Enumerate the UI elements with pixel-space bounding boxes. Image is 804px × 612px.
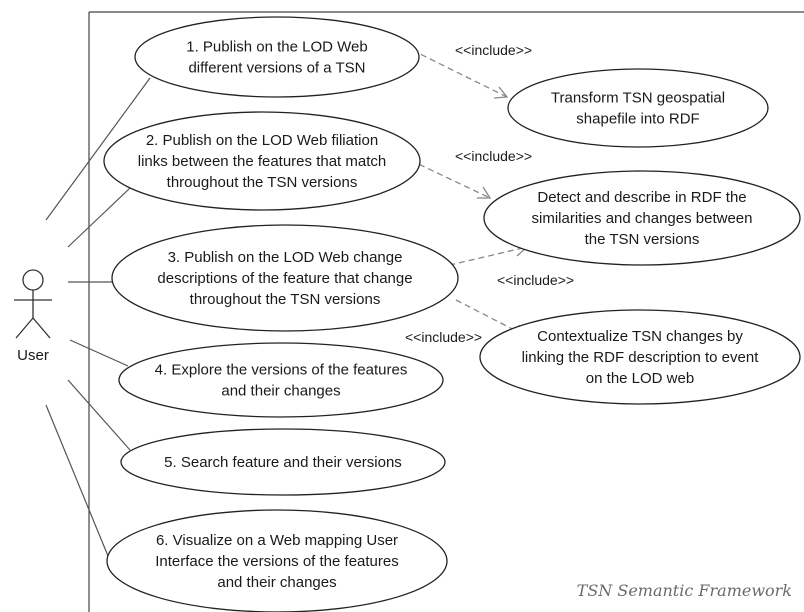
use-case-2 xyxy=(103,111,421,211)
user-actor xyxy=(14,269,52,339)
system-boundary xyxy=(88,11,804,612)
include-label-2: <<include>> xyxy=(455,148,532,164)
use-case-label-ucC-line-3: on the LOD web xyxy=(586,370,694,387)
use-case-label-uc2-line-1: 2. Publish on the LOD Web filiation xyxy=(146,132,378,149)
use-cases xyxy=(103,16,801,612)
associations xyxy=(45,77,151,557)
use-case-label-ucC-line-2: linking the RDF description to event xyxy=(522,349,760,366)
assoc-uc2 xyxy=(67,187,131,248)
use-case-label-uc4-line-1: 4. Explore the versions of the features xyxy=(155,362,408,379)
use-case-contextualize xyxy=(479,309,801,405)
use-case-4 xyxy=(118,342,444,418)
use-case-1 xyxy=(134,16,420,98)
include-label-1: <<include>> xyxy=(455,42,532,58)
use-case-label-uc3-line-2: descriptions of the feature that change xyxy=(157,270,412,287)
use-case-label-ucA-line-1: Transform TSN geospatial xyxy=(551,90,725,107)
use-case-label-uc3-line-3: throughout the TSN versions xyxy=(190,291,381,308)
include-label-3: <<include>> xyxy=(497,272,574,288)
include-label-4: <<include>> xyxy=(405,329,482,345)
use-case-detect xyxy=(483,170,801,266)
use-case-6 xyxy=(106,509,448,612)
assoc-uc4 xyxy=(69,339,129,367)
include-arrow-1 xyxy=(411,49,508,98)
include-arrow-2 xyxy=(409,159,491,199)
use-case-label-uc6-line-3: and their changes xyxy=(217,574,336,591)
actor-label: User xyxy=(17,347,49,364)
use-case-label-uc6-line-1: 6. Visualize on a Web mapping User xyxy=(156,532,398,549)
use-case-label-uc3-line-1: 3. Publish on the LOD Web change xyxy=(168,249,403,266)
use-case-5 xyxy=(120,428,446,496)
use-case-label-ucB-line-2: similarities and changes between xyxy=(532,210,753,227)
use-case-label-ucB-line-3: the TSN versions xyxy=(585,231,700,248)
system-boundary-label: TSN Semantic Framework xyxy=(577,581,792,600)
use-case-transform xyxy=(507,68,769,148)
use-case-label-ucC-line-1: Contextualize TSN changes by xyxy=(537,328,743,345)
assoc-uc6 xyxy=(45,404,109,557)
use-case-label-uc2-line-2: links between the features that match xyxy=(138,153,386,170)
use-case-3 xyxy=(111,224,459,332)
use-case-label-uc5-line-1: 5. Search feature and their versions xyxy=(164,454,402,471)
use-case-label-uc6-line-2: Interface the versions of the features xyxy=(155,553,398,570)
assoc-uc1 xyxy=(45,77,151,221)
use-case-label-uc4-line-2: and their changes xyxy=(221,383,340,400)
include-arrow-3 xyxy=(419,246,528,273)
use-case-label-ucB-line-1: Detect and describe in RDF the xyxy=(537,189,746,206)
use-case-label-ucA-line-2: shapefile into RDF xyxy=(576,111,699,128)
use-case-label-uc1-line-2: different versions of a TSN xyxy=(188,60,365,77)
use-case-label-uc2-line-3: throughout the TSN versions xyxy=(167,174,358,191)
use-case-label-uc1-line-1: 1. Publish on the LOD Web xyxy=(186,39,368,56)
use-case-texts: 1. Publish on the LOD Web different versi… xyxy=(138,39,759,592)
assoc-uc5 xyxy=(67,379,131,451)
